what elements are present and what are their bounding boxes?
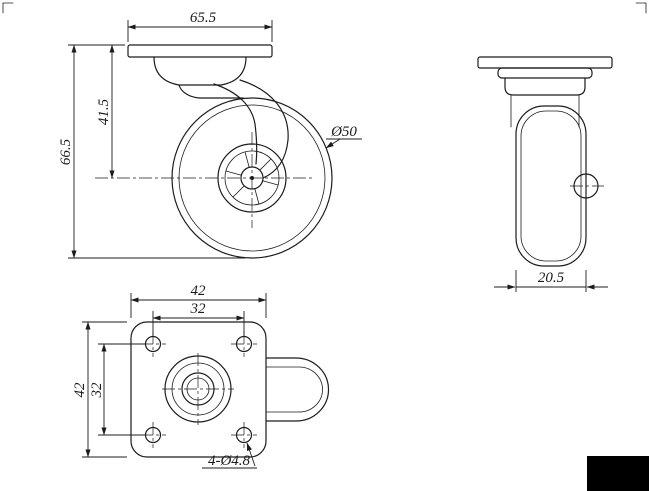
- extension-lines: [68, 44, 245, 259]
- crop-mark-top-right: [635, 2, 647, 14]
- leader-line: [246, 442, 256, 467]
- bottom-view: 42 32 42 32 4-Ø4.8: [72, 283, 330, 469]
- bottom-hole-centerlines: [140, 331, 257, 448]
- front-swivel-dome: [153, 56, 247, 86]
- dimension-label: 42: [72, 382, 88, 398]
- dimension-bottom-plate-height: 42: [72, 321, 127, 458]
- bottom-mounting-plate: [130, 321, 267, 458]
- side-view: 20.5: [477, 56, 613, 292]
- bottom-center-centerlines: [162, 353, 234, 425]
- dimension-label: 42: [191, 283, 207, 299]
- dimension-label: 65.5: [190, 10, 217, 26]
- dimension-label: 32: [89, 382, 105, 399]
- side-top-plate: [477, 56, 613, 69]
- dimension-front-total-height: 66.5: [58, 44, 245, 259]
- front-top-plate: [127, 44, 273, 58]
- extension-lines: [127, 20, 273, 42]
- extension-lines: [515, 270, 587, 292]
- front-fork-outer-edge: [239, 79, 289, 179]
- crop-mark-top-left: [2, 2, 14, 14]
- dimension-front-mount-height: 41.5: [96, 44, 115, 179]
- front-view: 65.5 66.5 41.5 Ø50: [58, 10, 362, 259]
- bottom-wheel-hub-outline: [265, 366, 323, 413]
- dimension-front-wheel-diameter: Ø50: [325, 124, 362, 149]
- dimension-label: 32: [190, 301, 207, 317]
- extension-lines: [130, 293, 267, 318]
- bottom-wheel-outline: [265, 357, 330, 422]
- dimension-label: 66.5: [58, 138, 74, 165]
- dimension-label: 41.5: [96, 98, 112, 125]
- side-fork-legs: [510, 94, 580, 128]
- side-axle-centerlines: [570, 170, 604, 202]
- front-swivel-collar: [178, 84, 244, 99]
- dimension-bottom-plate-width: 42: [130, 283, 267, 318]
- extension-lines: [98, 343, 145, 436]
- side-swivel-race: [497, 67, 593, 79]
- dimension-bottom-mounting-holes: 4-Ø4.8: [202, 442, 257, 469]
- leader-line: [325, 138, 341, 149]
- dimension-label: Ø50: [330, 124, 357, 140]
- dimension-bottom-hole-pitch-height: 32: [89, 343, 145, 436]
- dimension-bottom-hole-pitch-width: 32: [152, 301, 245, 336]
- dimension-label: 20.5: [538, 270, 565, 286]
- dimension-front-plate-width: 65.5: [127, 10, 273, 42]
- front-wheel-centerlines: [95, 132, 315, 228]
- side-fork-crown: [504, 77, 586, 96]
- logo-block: [587, 456, 649, 491]
- extension-lines: [152, 311, 245, 336]
- dimension-label: 4-Ø4.8: [208, 453, 251, 469]
- front-hub-spokes: [225, 151, 279, 205]
- dimension-side-wheel-width: 20.5: [494, 270, 608, 292]
- front-fork-inner-edge: [213, 83, 258, 165]
